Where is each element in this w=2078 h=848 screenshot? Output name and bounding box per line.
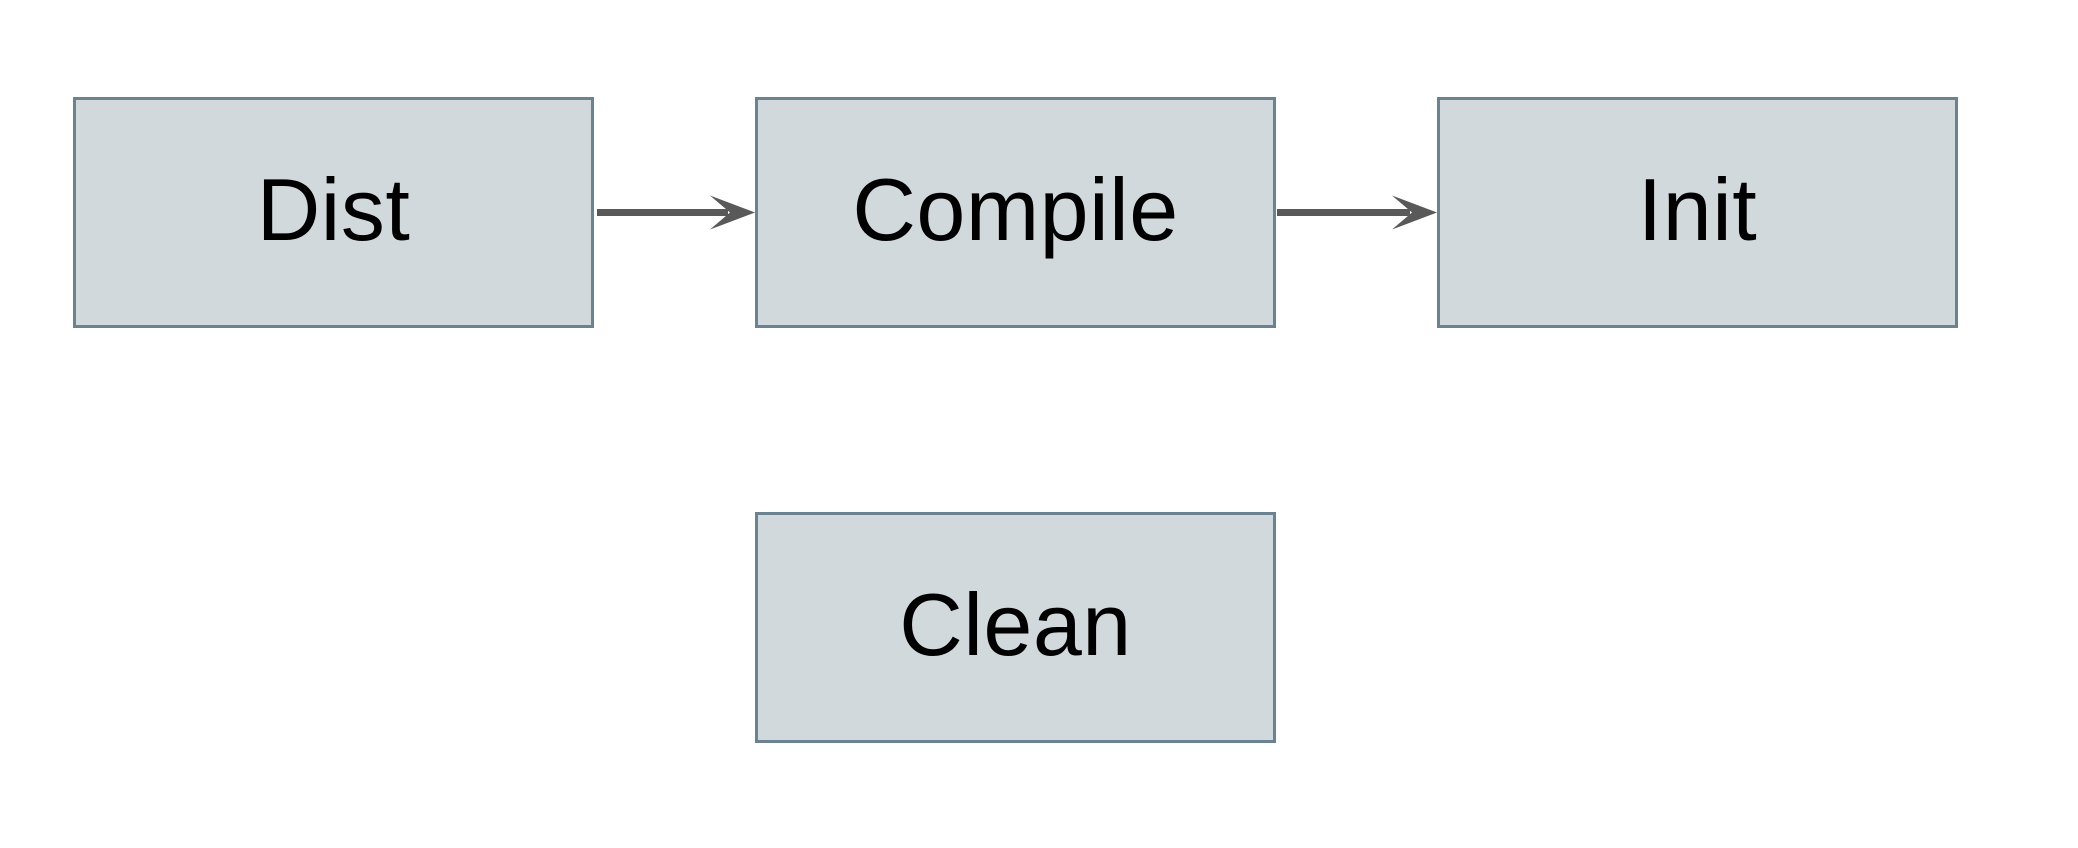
node-dist-label: Dist: [256, 159, 411, 259]
node-compile: Compile: [755, 97, 1276, 328]
node-dist: Dist: [73, 97, 594, 328]
arrow-dist-to-compile: [597, 195, 755, 230]
arrow-compile-to-init: [1277, 195, 1437, 230]
node-clean-label: Clean: [899, 574, 1132, 674]
node-clean: Clean: [755, 512, 1276, 743]
node-init: Init: [1437, 97, 1958, 328]
node-init-label: Init: [1637, 159, 1758, 259]
node-compile-label: Compile: [852, 159, 1179, 259]
